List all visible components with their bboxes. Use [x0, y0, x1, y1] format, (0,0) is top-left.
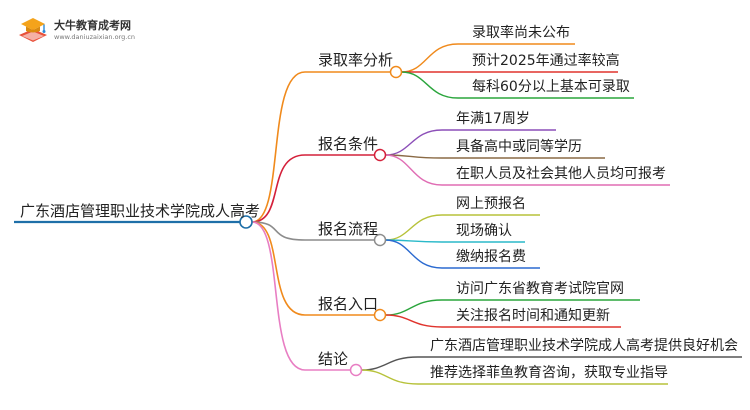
leaf-node-label: 访问广东省教育考试院官网: [456, 281, 624, 297]
leaf-connector: [401, 71, 459, 99]
branch-junction-node: [373, 148, 387, 162]
leaf-connector: [385, 314, 443, 328]
branch-junction-node: [373, 308, 387, 322]
branch-connector: [251, 221, 306, 316]
branch-connector: [251, 221, 306, 371]
branch-node-label: 报名条件: [318, 135, 379, 153]
leaf-node-label: 网上预报名: [456, 196, 526, 212]
leaf-node-label: 广东酒店管理职业技术学院成人高考提供良好机会: [430, 338, 738, 354]
leaf-node-label: 在职人员及社会其他人员均可报考: [456, 166, 666, 182]
root-junction-node: [239, 215, 253, 229]
leaf-node-label: 推荐选择菲鱼教育咨询，获取专业指导: [430, 365, 668, 381]
leaf-node-label: 录取率尚未公布: [472, 25, 570, 41]
site-logo: 大牛教育成考网 www.daniuzaixian.org.cn: [12, 14, 152, 50]
branch-junction-node: [389, 65, 403, 79]
branch-node-label: 报名流程: [318, 220, 379, 238]
leaf-connector: [361, 356, 419, 371]
leaf-connector: [385, 239, 443, 269]
leaf-node-label: 具备高中或同等学历: [456, 139, 582, 155]
branch-node-label: 录取率分析: [318, 51, 394, 69]
leaf-node-label: 每科60分以上基本可录取: [472, 79, 630, 95]
leaf-node-label: 预计2025年通过率较高: [472, 53, 620, 69]
leaf-connector: [385, 154, 443, 186]
branch-junction-node: [373, 233, 387, 247]
logo-site-url: www.daniuzaixian.org.cn: [54, 33, 136, 41]
leaf-connector: [385, 299, 443, 316]
logo-site-name: 大牛教育成考网: [54, 19, 131, 32]
branch-junction-node: [349, 363, 363, 377]
root-node-label: 广东酒店管理职业技术学院成人高考: [20, 202, 261, 220]
branch-node-label: 结论: [318, 350, 349, 368]
leaf-node-label: 现场确认: [456, 223, 512, 239]
branch-connector: [251, 154, 306, 223]
branch-connector: [251, 71, 306, 223]
mindmap-edges: [14, 43, 742, 385]
leaf-node-label: 关注报名时间和通知更新: [456, 308, 610, 324]
leaf-node-label: 缴纳报名费: [456, 249, 526, 265]
leaf-connector: [361, 369, 419, 385]
leaf-connector: [385, 214, 443, 241]
branch-node-label: 报名入口: [318, 295, 379, 313]
leaf-connector: [385, 129, 443, 156]
leaf-node-label: 年满17周岁: [456, 111, 530, 127]
branch-connector: [251, 221, 306, 241]
mindmap-nodes: [239, 65, 403, 377]
leaf-connector: [401, 43, 459, 73]
graduation-cap-book-icon: [19, 18, 47, 42]
